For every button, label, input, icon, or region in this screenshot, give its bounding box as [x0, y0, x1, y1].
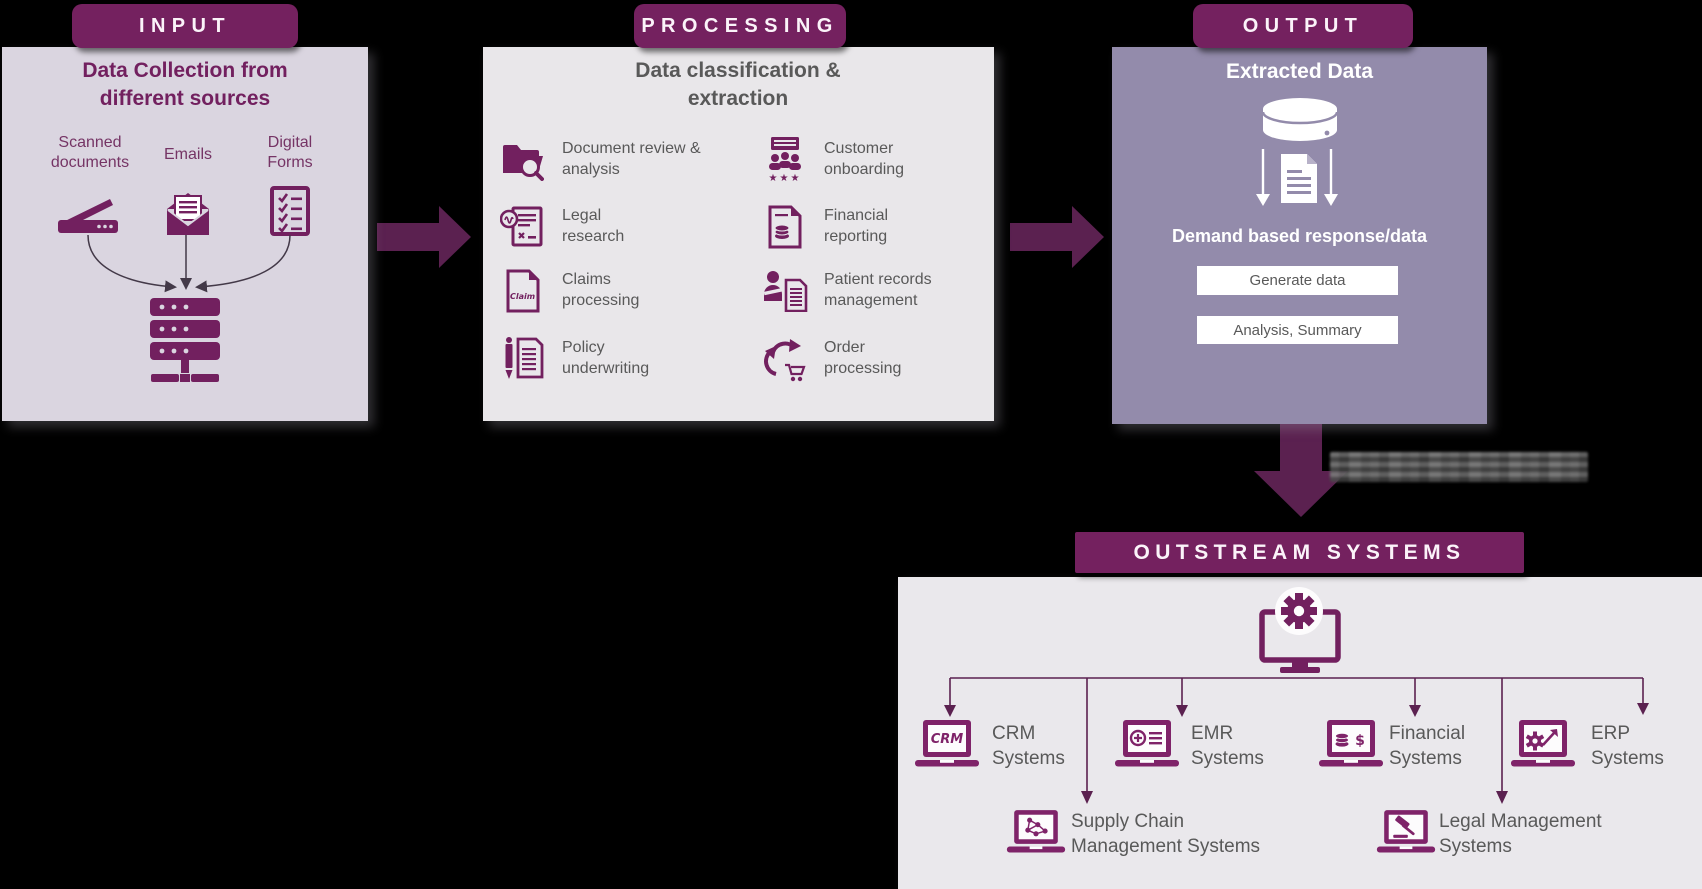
- system-label-erp: ERP Systems: [1591, 723, 1664, 770]
- processing-item-label: Order processing: [824, 338, 902, 377]
- processing-item-label: Claims processing: [562, 270, 640, 309]
- input-title: Data Collection from different sources: [82, 59, 288, 111]
- legal-research-icon: [499, 203, 546, 250]
- outstream-banner: OUTSTREAM SYSTEMS: [1075, 532, 1524, 573]
- source-label-emails: Emails: [163, 146, 212, 163]
- processing-banner-label: PROCESSING: [641, 14, 839, 37]
- flow-arrow-input-processing: [377, 206, 471, 268]
- flow-arrow-output-outstream: [1254, 421, 1348, 517]
- outstream-banner-label: OUTSTREAM SYSTEMS: [1133, 540, 1466, 564]
- system-label-crm: CRM Systems: [992, 723, 1065, 770]
- analysis-summary-label: Analysis, Summary: [1233, 321, 1362, 339]
- system-label-legal: Legal Management Systems: [1439, 811, 1602, 858]
- erp-laptop-icon: [1511, 720, 1575, 767]
- redacted-text: [1330, 452, 1588, 482]
- dollar-icon-text: $: [1355, 733, 1365, 749]
- patient-records-icon: [761, 267, 808, 314]
- scanner-icon: [58, 199, 118, 233]
- analysis-summary-button: Analysis, Summary: [1197, 316, 1398, 344]
- processing-item-label: Financial reporting: [824, 206, 889, 245]
- system-label-supply-chain: Supply Chain Management Systems: [1071, 811, 1261, 858]
- processing-item-financial-reporting: Financial reporting: [761, 203, 1016, 250]
- claims-icon-text: Claim: [510, 292, 535, 301]
- processing-item-order-processing: Order processing: [761, 335, 1016, 382]
- processing-item-patient-records: Patient records management: [761, 267, 1016, 314]
- customer-onboarding-icon: ★★★: [761, 136, 808, 183]
- output-title: Extracted Data: [1225, 60, 1374, 83]
- financial-report-icon: [761, 203, 808, 250]
- financial-laptop-icon: $: [1319, 720, 1383, 767]
- processing-item-customer-onboarding: ★★★ Customer onboarding: [761, 136, 1016, 183]
- monitor-gear-icon: [1259, 587, 1341, 673]
- processing-item-label: Legal research: [562, 206, 625, 245]
- order-processing-icon: [761, 335, 808, 382]
- processing-banner: PROCESSING: [634, 4, 846, 48]
- claims-document-icon: Claim: [499, 267, 546, 314]
- output-banner-label: OUTPUT: [1242, 14, 1364, 37]
- crm-icon-text: CRM: [931, 732, 964, 747]
- digital-form-icon: [270, 186, 310, 236]
- output-banner: OUTPUT: [1193, 4, 1413, 48]
- processing-item-document-review: Document review & analysis: [499, 136, 754, 183]
- processing-item-policy: Policy underwriting: [499, 335, 754, 382]
- system-label-financial: Financial Systems: [1389, 723, 1466, 770]
- processing-item-claims: Claim Claims processing: [499, 267, 754, 314]
- processing-panel: [483, 47, 994, 421]
- supply-chain-laptop-icon: [1006, 810, 1066, 853]
- folder-search-icon: [499, 136, 546, 183]
- processing-title: Data classification & extraction: [635, 59, 841, 111]
- source-label-digital-forms: Digital Forms: [267, 134, 313, 171]
- outstream-connector-lines: [944, 677, 1649, 804]
- processing-item-label: Policy underwriting: [562, 338, 650, 377]
- output-subtitle: Demand based response/data: [1171, 226, 1428, 246]
- email-icon: [167, 193, 209, 235]
- policy-pen-icon: [499, 335, 546, 382]
- database-icon: [1261, 98, 1339, 141]
- emr-laptop-icon: [1115, 720, 1179, 767]
- onboarding-stars: ★★★: [768, 173, 801, 183]
- output-document-icon: [1281, 154, 1317, 203]
- source-label-scanned-documents: Scanned documents: [50, 134, 130, 171]
- crm-laptop-icon: CRM: [915, 720, 979, 767]
- output-down-arrow-right-icon: [1324, 149, 1338, 206]
- processing-item-legal-research: Legal research: [499, 203, 754, 250]
- server-icon: [150, 298, 220, 382]
- output-down-arrow-left-icon: [1256, 149, 1270, 206]
- processing-item-label: Document review & analysis: [562, 139, 701, 178]
- processing-item-label: Customer onboarding: [824, 139, 905, 178]
- input-banner-label: INPUT: [139, 14, 231, 37]
- flow-arrow-processing-output: [1010, 206, 1104, 268]
- generate-data-label: Generate data: [1249, 272, 1346, 289]
- input-banner: INPUT: [72, 4, 298, 48]
- processing-item-label: Patient records management: [824, 270, 932, 309]
- legal-laptop-icon: [1376, 810, 1436, 853]
- generate-data-button: Generate data: [1197, 266, 1398, 295]
- input-connector-lines: [87, 234, 291, 293]
- system-label-emr: EMR Systems: [1191, 723, 1264, 770]
